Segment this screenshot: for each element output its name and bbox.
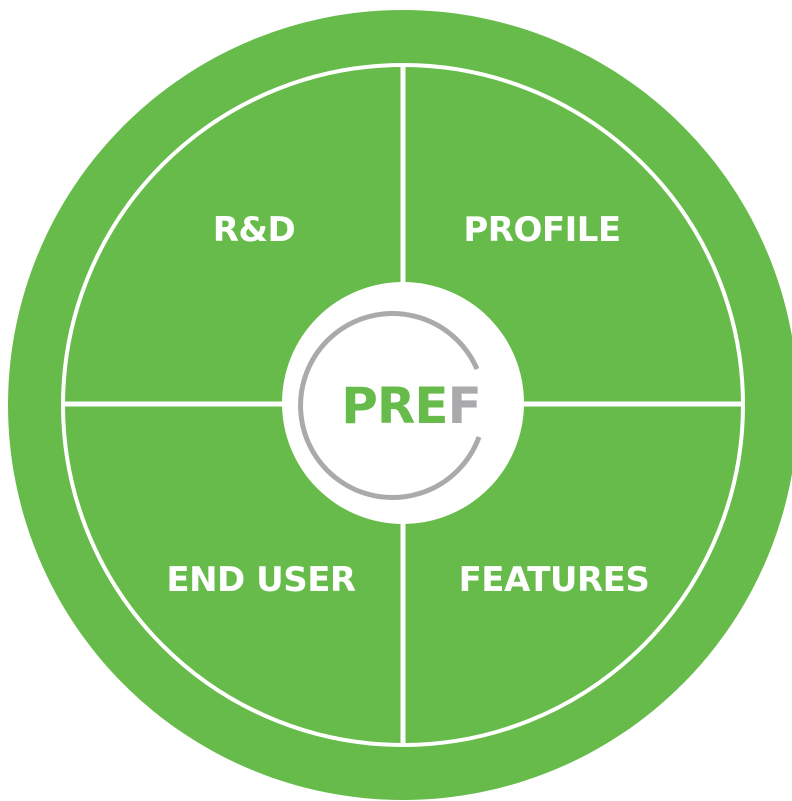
logo-text-gray: F — [448, 377, 481, 435]
quadrant-label-features: FEATURES — [459, 560, 650, 600]
quadrant-label-profile: PROFILE — [463, 210, 620, 250]
logo-text: PREF — [341, 377, 480, 435]
quadrant-label-end-user: END USER — [166, 560, 356, 600]
pref-logo: PREF — [282, 282, 524, 524]
quadrant-label-rnd: R&D — [213, 210, 296, 250]
logo-gray-arc — [298, 311, 482, 501]
logo-text-green: PRE — [341, 377, 447, 435]
inner-white-ring — [61, 63, 745, 747]
